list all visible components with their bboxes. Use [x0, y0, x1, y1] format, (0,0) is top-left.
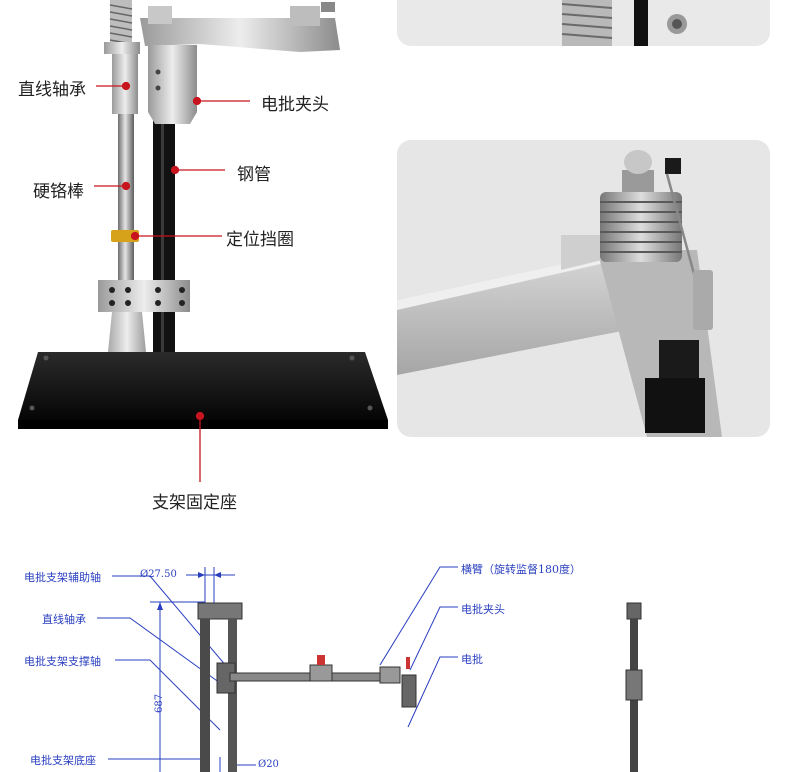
driver-chuck	[148, 45, 197, 124]
positioning-ring	[111, 230, 139, 242]
drawing-stand-side	[625, 602, 643, 772]
drawing-label-arm: 横臂（旋转监督180度）	[461, 563, 581, 576]
label-driver-chuck: 电批夹头	[261, 95, 329, 115]
spring	[109, 0, 133, 45]
technical-drawing: 电批支架辅助轴 直线轴承 电批支架支撑轴 电批支架底座 横臂（旋转监督180度）…	[0, 545, 790, 772]
drawing-label-driver: 电批	[461, 653, 483, 666]
label-stand-base: 支架固定座	[152, 493, 237, 513]
label-hard-chrome-rod: 硬铬棒	[33, 182, 84, 202]
base-plate	[18, 352, 388, 420]
label-linear-bearing: 直线轴承	[18, 80, 86, 100]
drawing-label-support-shaft: 电批支架支撑轴	[24, 655, 101, 668]
dimension-height: 687	[154, 693, 165, 713]
clamp-block	[98, 280, 190, 312]
drawing-label-aux-shaft: 电批支架辅助轴	[24, 571, 101, 584]
dimension-diameter-bottom: Ø20	[258, 759, 279, 770]
label-steel-tube: 钢管	[237, 165, 271, 185]
hard-chrome-rod	[118, 114, 134, 284]
product-photo: 直线轴承 电批夹头 硬铬棒 钢管 定位挡圈 支架固定座	[0, 0, 395, 520]
drawing-stand-front	[197, 602, 417, 772]
detail-photo-arm	[397, 140, 770, 437]
swing-arm	[140, 18, 340, 52]
drawing-label-base: 电批支架底座	[30, 754, 96, 767]
drawing-lines	[97, 566, 643, 772]
arm-detail-illustration	[397, 150, 722, 437]
dimension-diameter-top: Ø27.50	[140, 569, 177, 580]
label-positioning-ring: 定位挡圈	[226, 230, 294, 250]
drawing-label-chuck: 电批夹头	[461, 603, 505, 616]
stand-illustration	[18, 0, 388, 482]
drawing-label-linear-bearing: 直线轴承	[42, 613, 86, 626]
detail-photo-top	[397, 0, 770, 46]
spring-detail-illustration	[561, 0, 687, 46]
